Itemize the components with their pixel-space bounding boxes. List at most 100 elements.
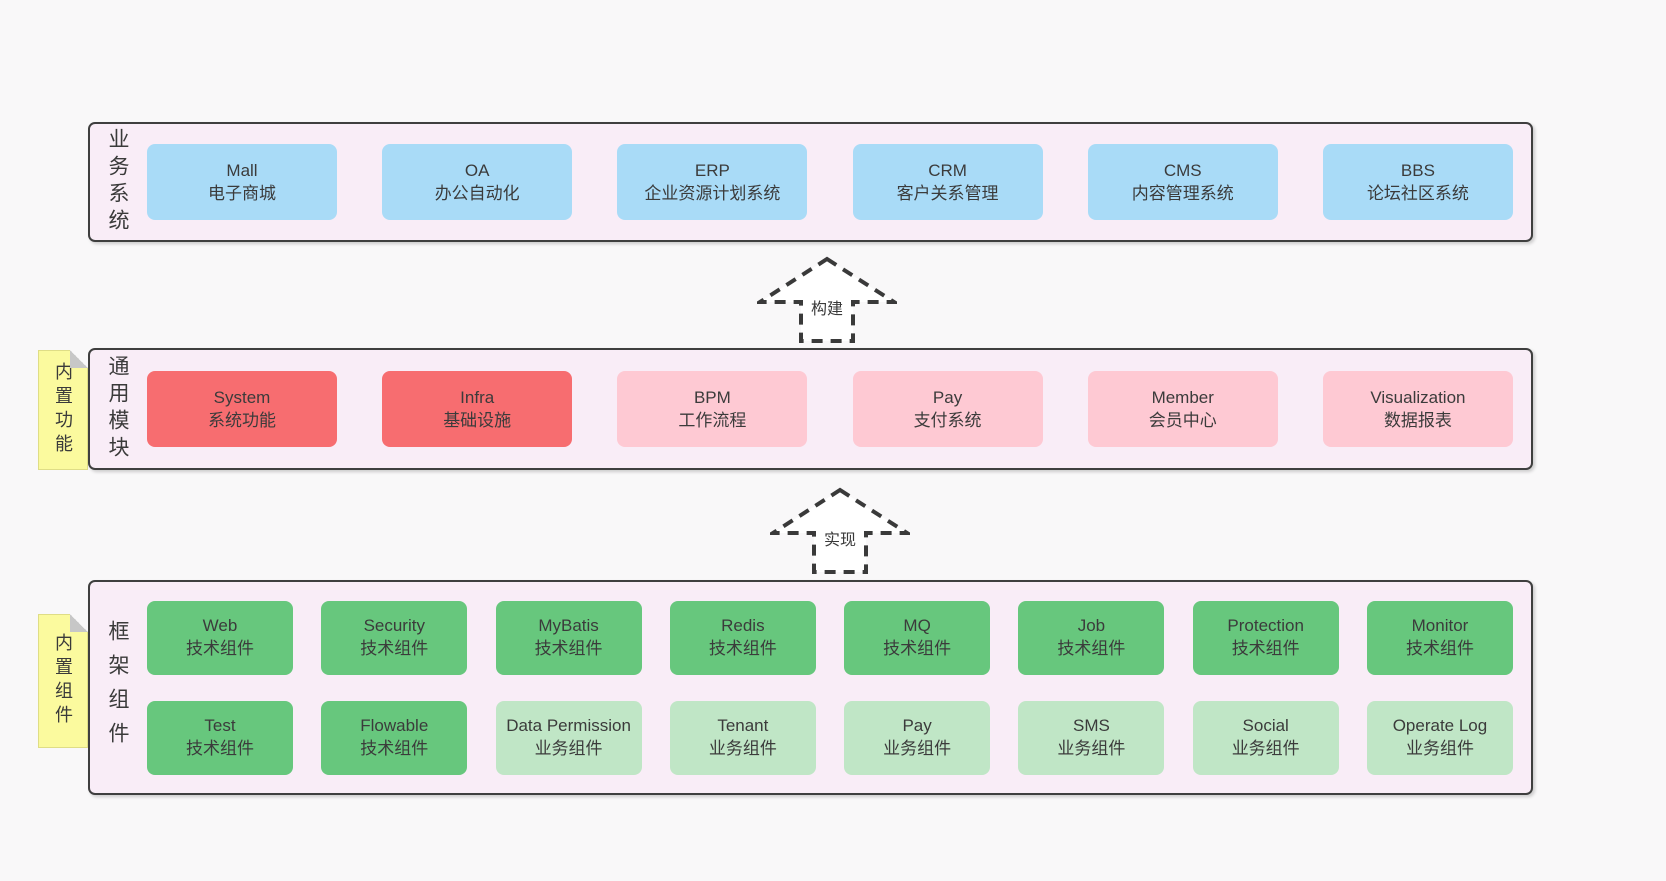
- box-subtitle: 业务组件: [708, 738, 777, 758]
- sticky-note-built-in-features: 内置功能: [38, 350, 88, 470]
- box-title: CMS: [1163, 160, 1202, 180]
- box-subtitle: 电子商城: [208, 184, 276, 203]
- box-title: Member: [1151, 387, 1214, 407]
- box-title: CRM: [928, 160, 967, 180]
- box-title: Tenant: [717, 716, 769, 736]
- folded-corner-icon: [70, 350, 88, 368]
- box-subtitle: 企业资源计划系统: [644, 184, 781, 203]
- box-title: OA: [464, 160, 490, 180]
- box-subtitle: 支付系统: [913, 411, 982, 430]
- box-row: Mall 电子商城 OA 办公自动化 ERP 企业资源计划系统 CRM 客户关系管理 CMS 内容…: [147, 144, 1513, 220]
- box-subtitle: 技术组件: [360, 738, 429, 758]
- box-title: Redis: [721, 616, 765, 636]
- box-subtitle: 办公自动化: [434, 184, 520, 203]
- box-mall: Mall 电子商城: [147, 144, 337, 220]
- box-title: Security: [363, 616, 425, 636]
- arrow-label: 实现: [820, 525, 860, 551]
- layer-common-modules: 通用模块 System 系统功能 Infra 基础设施 BPM 工作流程 Pay 支付系统 Me…: [88, 348, 1533, 470]
- box-subtitle: 业务组件: [534, 738, 603, 758]
- box-subtitle: 系统功能: [208, 411, 276, 430]
- box-subtitle: 技术组件: [1231, 638, 1300, 658]
- box-cms: CMS 内容管理系统: [1087, 144, 1278, 220]
- sticky-note-text: 内置组件: [53, 633, 73, 729]
- box-crm: CRM 客户关系管理: [852, 144, 1043, 220]
- box-title: Pay: [932, 387, 963, 407]
- arrow-implement: 实现: [770, 487, 910, 575]
- box-subtitle: 工作流程: [678, 411, 747, 430]
- box-subtitle: 会员中心: [1148, 411, 1217, 430]
- box-subtitle: 技术组件: [708, 638, 777, 658]
- box-subtitle: 客户关系管理: [896, 184, 999, 203]
- box-subtitle: 论坛社区系统: [1366, 184, 1469, 203]
- box-subtitle: 业务组件: [1231, 738, 1300, 758]
- box-infra: Infra 基础设施: [382, 371, 573, 447]
- arrow-build: 构建: [757, 256, 897, 344]
- box-subtitle: 业务组件: [1057, 738, 1126, 758]
- box-area: System 系统功能 Infra 基础设施 BPM 工作流程 Pay 支付系统 Member 会…: [147, 371, 1513, 447]
- box-title: Web: [202, 616, 238, 636]
- box-title: Social: [1242, 716, 1289, 736]
- box-subtitle: 技术组件: [186, 638, 254, 658]
- box-subtitle: 技术组件: [1057, 638, 1126, 658]
- box-subtitle: 业务组件: [1405, 738, 1474, 758]
- box-subtitle: 技术组件: [186, 738, 254, 758]
- box-subtitle: 技术组件: [1405, 638, 1474, 658]
- box-title: System: [213, 387, 271, 407]
- box-subtitle: 数据报表: [1383, 411, 1452, 430]
- box-title: Pay: [902, 716, 932, 736]
- box-title: BBS: [1400, 160, 1435, 180]
- layer-label: 业务系统: [106, 128, 129, 236]
- box-erp: ERP 企业资源计划系统: [617, 144, 808, 220]
- box-oa: OA 办公自动化: [382, 144, 573, 220]
- layer-label: 框架组件: [106, 619, 129, 756]
- box-title: Job: [1077, 616, 1106, 636]
- box-bbs: BBS 论坛社区系统: [1322, 144, 1513, 220]
- layer-business-systems: 业务系统 Mall 电子商城 OA 办公自动化 ERP 企业资源计划系统 CRM 客户关系管理…: [88, 122, 1533, 242]
- box-member: Member 会员中心: [1087, 371, 1278, 447]
- box-title: BPM: [693, 387, 731, 407]
- box-title: Test: [204, 716, 236, 736]
- box-subtitle: 基础设施: [443, 411, 512, 430]
- box-system: System 系统功能: [147, 371, 337, 447]
- arrow-label: 构建: [807, 294, 847, 320]
- box-title: SMS: [1072, 716, 1110, 736]
- sticky-note-text: 内置功能: [53, 362, 73, 458]
- box-title: Infra: [460, 387, 495, 407]
- box-title: Visualization: [1370, 387, 1466, 407]
- box-subtitle: 业务组件: [883, 738, 952, 758]
- box-title: Data Permission: [506, 716, 631, 736]
- box-subtitle: 技术组件: [360, 638, 429, 658]
- box-bpm: BPM 工作流程: [617, 371, 808, 447]
- box-subtitle: 内容管理系统: [1131, 184, 1234, 203]
- box-title: Monitor: [1411, 616, 1469, 636]
- box-row: System 系统功能 Infra 基础设施 BPM 工作流程 Pay 支付系统 Member 会…: [147, 371, 1513, 447]
- box-title: Mall: [226, 160, 258, 180]
- box-title: Operate Log: [1392, 716, 1488, 736]
- box-title: Protection: [1227, 616, 1304, 636]
- box-subtitle: 技术组件: [883, 638, 952, 658]
- box-title: ERP: [694, 160, 730, 180]
- box-pay: Pay 支付系统: [852, 371, 1043, 447]
- box-title: MyBatis: [538, 616, 599, 636]
- layer-label: 通用模块: [106, 355, 129, 463]
